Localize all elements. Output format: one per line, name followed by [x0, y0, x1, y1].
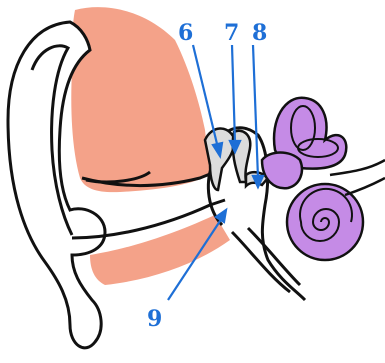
label-6: 6: [178, 20, 193, 46]
label-9: 9: [147, 306, 162, 332]
label-8: 8: [252, 20, 267, 46]
label-7: 7: [224, 20, 239, 46]
inner-ear: [262, 98, 363, 260]
